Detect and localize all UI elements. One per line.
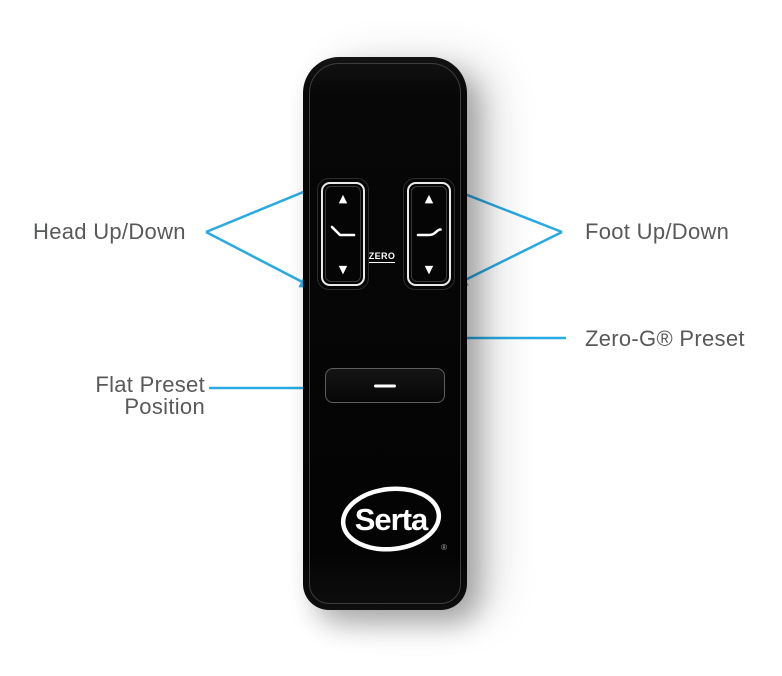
serta-logo-text: Serta bbox=[355, 502, 429, 537]
label-flat-line1: Flat Preset bbox=[95, 372, 205, 397]
up-triangle-icon: ▲ bbox=[424, 192, 434, 205]
head-upper-callout-line bbox=[205, 184, 320, 234]
zero-g-button-label: ZERO bbox=[368, 251, 396, 263]
head-button-cluster-outline: ▲ ▼ bbox=[317, 178, 369, 290]
label-flat-preset-position: Flat Preset Position bbox=[50, 374, 205, 418]
head-lower-callout-line bbox=[205, 230, 314, 289]
foot-button-cluster-outline: ▲ ▼ bbox=[403, 178, 455, 290]
label-head-up-down: Head Up/Down bbox=[33, 219, 186, 244]
registered-trademark-icon: ® bbox=[441, 543, 447, 552]
serta-logo: Serta ® bbox=[339, 486, 447, 552]
foot-up-button[interactable]: ▲ bbox=[425, 193, 433, 204]
head-recline-icon bbox=[329, 224, 357, 244]
flat-preset-button[interactable] bbox=[325, 368, 445, 403]
down-triangle-icon: ▼ bbox=[424, 263, 434, 276]
zero-g-button[interactable]: ZERO bbox=[367, 247, 397, 263]
foot-upper-callout-line bbox=[450, 187, 563, 234]
foot-down-button[interactable]: ▼ bbox=[425, 264, 433, 275]
head-button-cluster: ▲ ▼ bbox=[321, 182, 365, 286]
label-zero-g-preset: Zero-G® Preset bbox=[585, 326, 745, 351]
foot-lower-callout-line bbox=[453, 230, 563, 287]
foot-recline-icon bbox=[415, 224, 443, 244]
label-foot-up-down: Foot Up/Down bbox=[585, 219, 730, 244]
serta-logo-oval bbox=[340, 486, 442, 552]
head-down-button[interactable]: ▼ bbox=[339, 264, 347, 275]
flat-dash-icon bbox=[374, 384, 396, 387]
down-triangle-icon: ▼ bbox=[338, 263, 348, 276]
foot-button-cluster: ▲ ▼ bbox=[407, 182, 451, 286]
label-flat-line2: Position bbox=[124, 394, 205, 419]
head-up-button[interactable]: ▲ bbox=[339, 193, 347, 204]
remote-control: ▲ ▼ ▲ bbox=[303, 57, 467, 610]
up-triangle-icon: ▲ bbox=[338, 192, 348, 205]
